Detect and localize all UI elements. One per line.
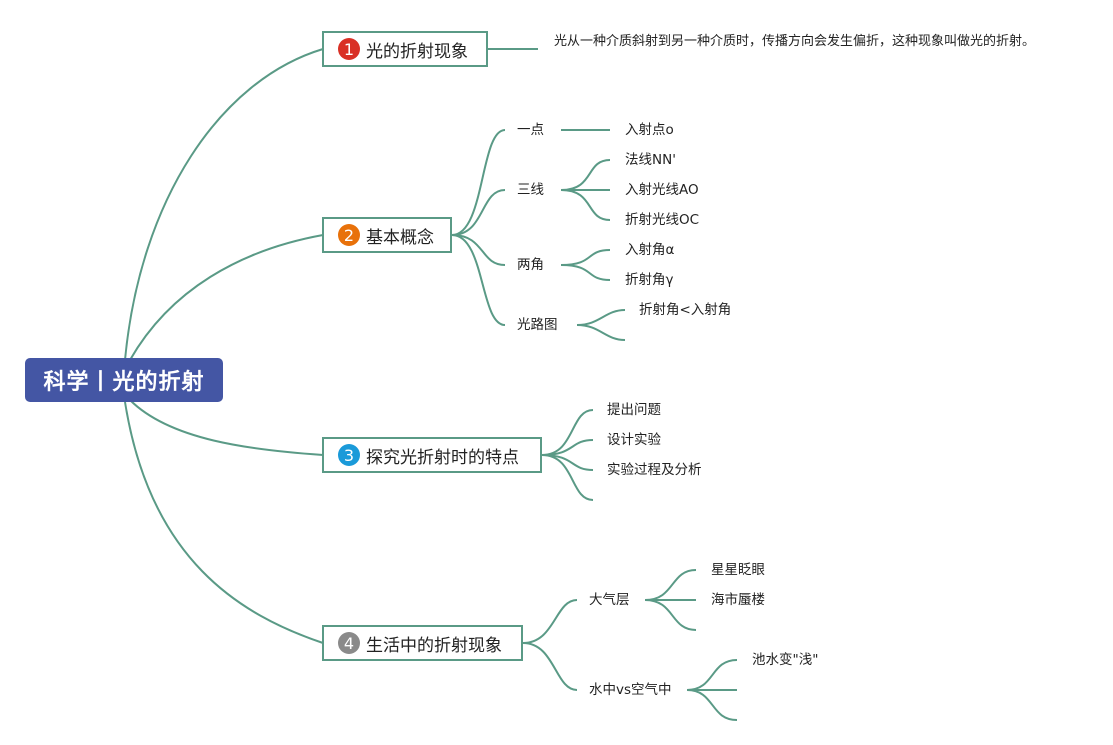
topic-label: 生活中的折射现象 — [366, 635, 502, 656]
node-xingxing-zhayan[interactable]: 星星眨眼 — [711, 562, 765, 578]
topic-label: 光的折射现象 — [366, 41, 468, 62]
topic-node-1[interactable]: 1 光的折射现象 — [322, 31, 488, 67]
topic-number-badge: 2 — [338, 224, 360, 246]
topic-node-3[interactable]: 3 探究光折射时的特点 — [322, 437, 542, 473]
node-faxian[interactable]: 法线NN' — [625, 152, 676, 168]
topic-node-4[interactable]: 4 生活中的折射现象 — [322, 625, 523, 661]
topic-label: 探究光折射时的特点 — [366, 447, 519, 468]
node-zheshejiao[interactable]: 折射角γ — [625, 272, 674, 288]
root-node[interactable]: 科学丨光的折射 — [25, 358, 223, 402]
node-guanglutu[interactable]: 光路图 — [517, 317, 558, 333]
node-daqiceng[interactable]: 大气层 — [589, 592, 630, 608]
topic-node-2[interactable]: 2 基本概念 — [322, 217, 452, 253]
node-zheshe-guangxian[interactable]: 折射光线OC — [625, 212, 700, 228]
node-haishi-shenlou[interactable]: 海市蜃楼 — [711, 592, 765, 608]
topic-1-description[interactable]: 光从一种介质斜射到另一种介质时，传播方向会发生偏折，这种现象叫做光的折射。 — [554, 34, 1036, 49]
root-title: 科学丨光的折射 — [43, 370, 205, 395]
node-rushe-guangxian[interactable]: 入射光线AO — [625, 182, 699, 198]
node-sheji-shiyan[interactable]: 设计实验 — [607, 432, 661, 448]
topic-label: 基本概念 — [366, 227, 434, 248]
node-liangjiao[interactable]: 两角 — [517, 257, 544, 273]
node-shuizhong-vs-kongqizhong[interactable]: 水中vs空气中 — [589, 682, 672, 698]
topic-number-badge: 1 — [338, 38, 360, 60]
node-zheshejiao-lt-rushejiao[interactable]: 折射角<入射角 — [639, 302, 732, 318]
topic-number-badge: 3 — [338, 444, 360, 466]
node-tichu-wenti[interactable]: 提出问题 — [607, 402, 661, 418]
node-rushejiao[interactable]: 入射角α — [625, 242, 675, 258]
node-chishui-bianqian[interactable]: 池水变"浅" — [752, 652, 819, 668]
node-yidian[interactable]: 一点 — [517, 122, 544, 138]
topic-number-badge: 4 — [338, 632, 360, 654]
node-shiyan-guocheng[interactable]: 实验过程及分析 — [607, 462, 702, 478]
node-sanxian[interactable]: 三线 — [517, 182, 544, 198]
node-rushedian[interactable]: 入射点o — [625, 122, 674, 138]
